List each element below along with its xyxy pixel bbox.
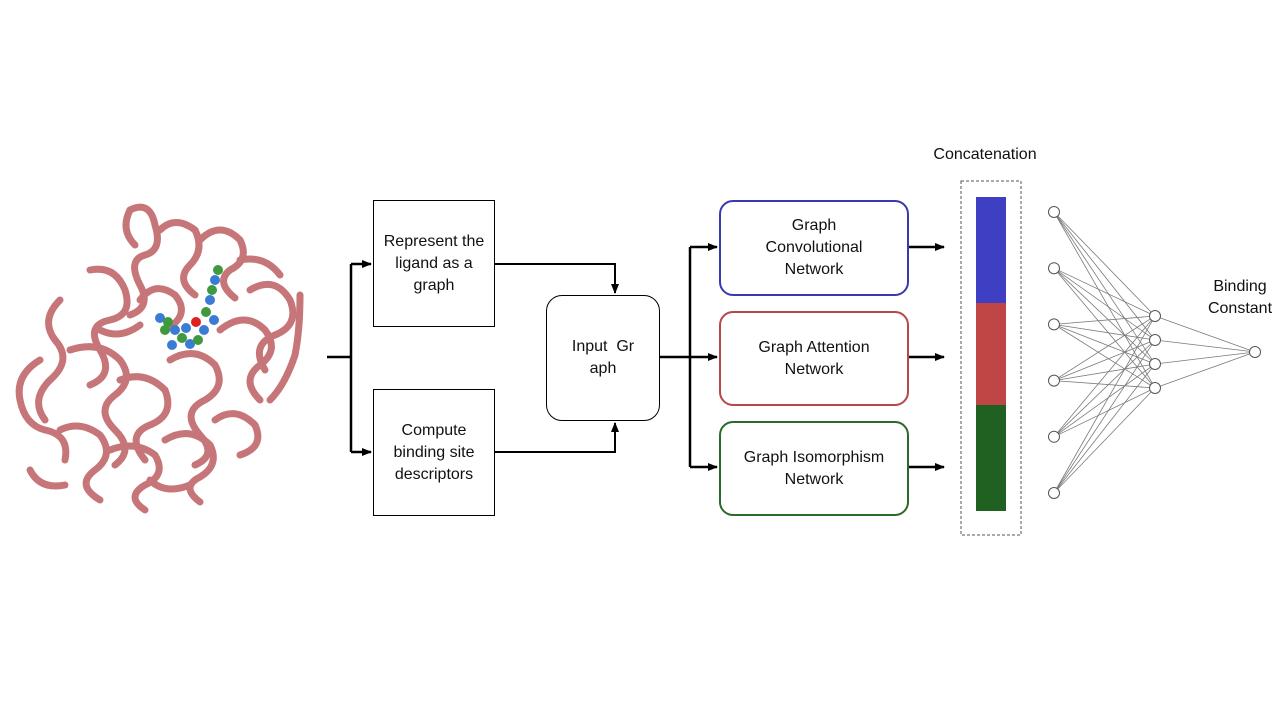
nn-hidden-node: [1149, 310, 1161, 322]
nn-edge: [1154, 339, 1256, 353]
nn-edge: [1053, 324, 1156, 341]
nn-edge: [1053, 339, 1156, 438]
gcn-box: [719, 200, 909, 296]
nn-edge: [1053, 315, 1156, 325]
neural-network-edges: [1053, 211, 1256, 494]
nn-edge: [1053, 387, 1156, 438]
nn-input-node: [1048, 430, 1060, 443]
neural-network-nodes: [1048, 206, 1261, 499]
nn-edge: [1053, 267, 1156, 341]
nn-edge: [1053, 315, 1156, 381]
concat-segment-gcn: [976, 197, 1006, 303]
nn-edge: [1053, 363, 1156, 494]
nn-edge: [1053, 380, 1156, 389]
nn-input-node: [1048, 487, 1060, 499]
gat-box: [719, 311, 909, 406]
nn-edge: [1053, 211, 1156, 317]
binding-constant-label: Binding Constant: [1207, 278, 1273, 317]
concat-segment-gat: [976, 303, 1006, 405]
ligand-graph-box: [373, 200, 495, 327]
nn-edge: [1053, 315, 1156, 438]
nn-input-node: [1048, 374, 1060, 387]
nn-edge: [1053, 324, 1156, 389]
gin-label: Graph Isomorphism Network: [743, 448, 885, 488]
input-graph-label: Input Gr aph: [571, 338, 639, 377]
nn-edge: [1053, 324, 1156, 365]
nn-edge: [1053, 211, 1156, 365]
nn-edge: [1053, 387, 1156, 494]
input-graph-box: [546, 295, 660, 421]
gcn-label: Graph Convolutional Network: [765, 217, 863, 278]
nn-output-node: [1249, 346, 1261, 358]
concatenation-label: Concatenation: [933, 146, 1037, 163]
binding-site-box: [373, 389, 495, 516]
nn-input-node: [1048, 262, 1060, 275]
nn-input-node: [1048, 318, 1060, 331]
nn-edge: [1053, 211, 1156, 389]
nn-edge: [1053, 339, 1156, 494]
ligand-molecule-image: [155, 265, 223, 350]
nn-edge: [1053, 211, 1156, 341]
nn-edge: [1053, 315, 1156, 494]
nn-edge: [1053, 363, 1156, 438]
branch-connectors: [660, 243, 718, 471]
gin-box: [719, 421, 909, 516]
ligand-graph-label: Represent the ligand as a graph: [383, 232, 485, 294]
nn-edge: [1053, 267, 1156, 389]
protein-structure-image: [15, 203, 304, 514]
binding-site-label: Compute binding site descriptors: [393, 421, 475, 483]
flow-connectors: [327, 260, 372, 456]
nn-edge: [1053, 267, 1156, 317]
nn-edge: [1053, 267, 1156, 365]
nn-hidden-node: [1149, 358, 1161, 370]
gat-label: Graph Attention Network: [758, 338, 870, 378]
nn-edge: [1053, 363, 1156, 381]
concatenation-frame: [960, 180, 1022, 536]
nn-edge: [1154, 351, 1256, 389]
nn-edge: [1154, 351, 1256, 365]
nn-hidden-node: [1149, 382, 1161, 394]
nn-input-node: [1048, 206, 1060, 218]
nn-edge: [1154, 315, 1256, 353]
concat-segment-gin: [976, 405, 1006, 511]
merge-connectors: [495, 263, 619, 453]
model-output-arrows: [909, 243, 945, 471]
nn-edge: [1053, 339, 1156, 381]
nn-hidden-node: [1149, 334, 1161, 346]
